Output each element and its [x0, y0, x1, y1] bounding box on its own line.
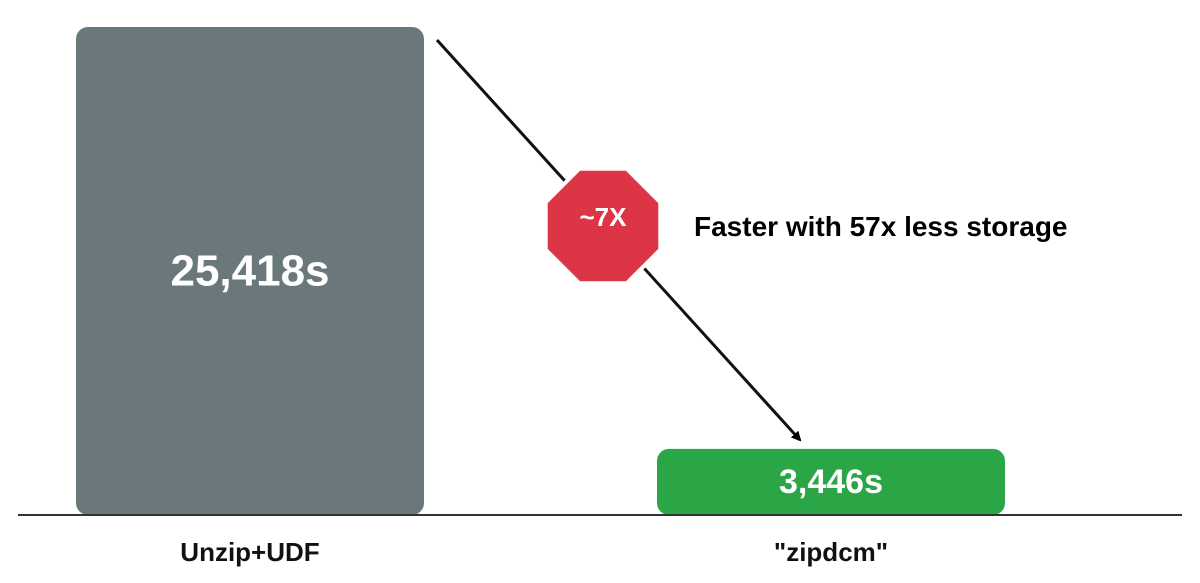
category-label-0: Unzip+UDF — [180, 537, 319, 567]
bar-value-label-1: 3,446s — [779, 463, 883, 501]
category-labels: Unzip+UDF "zipdcm" — [180, 537, 888, 567]
speedup-annotation-text: Faster with 57x less storage — [694, 211, 1068, 242]
bars-layer: 25,418s 3,446s — [76, 27, 1005, 515]
stop-sign-badge-icon — [543, 166, 663, 286]
bar-value-label-0: 25,418s — [170, 247, 329, 296]
bar-1 — [657, 448, 1005, 515]
annotation-layer: ~7X Faster with 57x less storage — [435, 38, 1068, 442]
bar-0 — [76, 27, 424, 515]
category-label-1: "zipdcm" — [774, 537, 888, 567]
speedup-badge-label: ~7X — [580, 202, 628, 232]
